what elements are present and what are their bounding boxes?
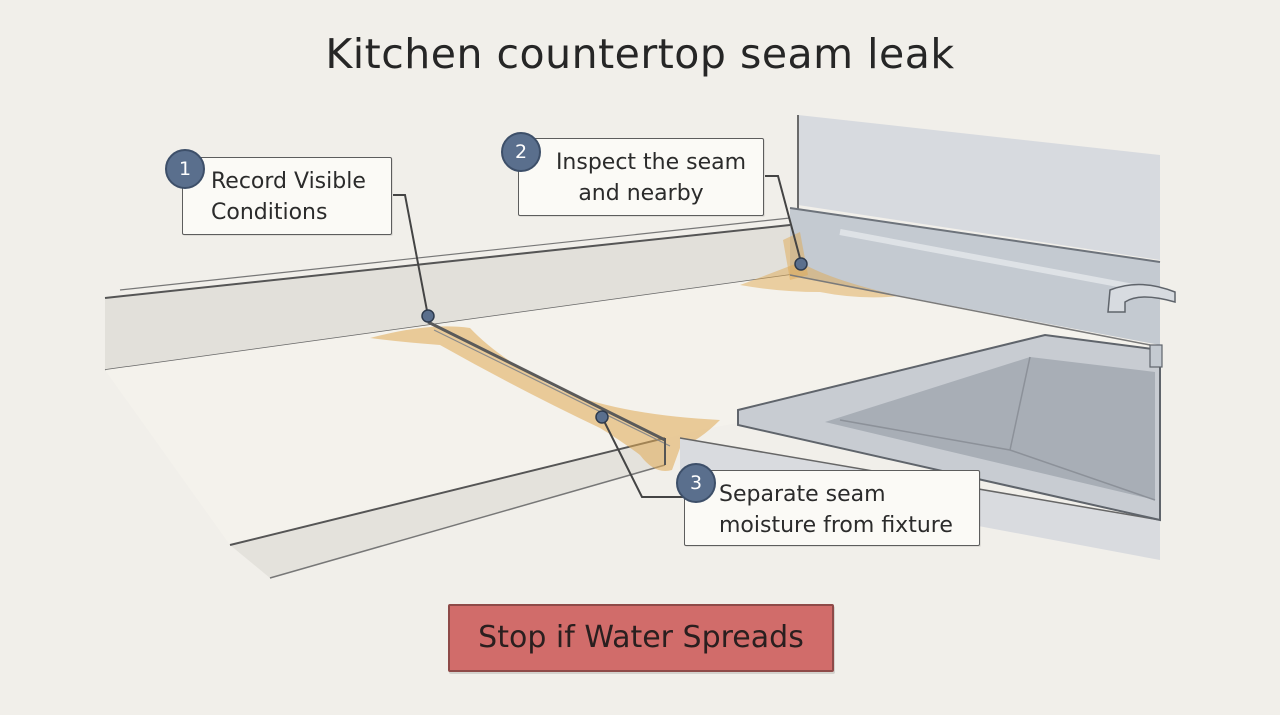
leader-line-3: [601, 416, 684, 498]
backsplash-wall: [798, 115, 1160, 260]
back-seam: [789, 274, 1151, 346]
step-1-line-1: Record Visible: [211, 169, 366, 194]
step-2-line-2: and nearby: [578, 181, 704, 206]
leader-line-2: [765, 175, 802, 263]
leader-dot-1: [421, 309, 435, 323]
step-3-line-1: Separate seam: [719, 482, 886, 507]
step-1-badge: 1: [165, 149, 205, 189]
step-1-line-2: Conditions: [211, 200, 328, 225]
step-2-callout: Inspect the seam and nearby: [518, 138, 764, 216]
step-3-badge: 3: [676, 463, 716, 503]
leader-dot-3: [595, 410, 609, 424]
front-counter-edge: [230, 438, 665, 578]
step-3-line-2: moisture from fixture: [719, 513, 953, 538]
moisture-stain: [370, 326, 720, 471]
step-2-badge: 2: [501, 132, 541, 172]
stop-if-water-spreads-button[interactable]: Stop if Water Spreads: [448, 604, 834, 672]
back-counter-edge: [105, 225, 790, 370]
sink-basin: [825, 357, 1155, 500]
step-2-line-1: Inspect the seam: [555, 150, 747, 175]
faucet: [1107, 283, 1176, 313]
leader-dot-2: [794, 257, 808, 271]
leader-line-1: [393, 194, 429, 317]
step-3-callout: Separate seam moisture from fixture: [684, 470, 980, 546]
step-1-callout: Record Visible Conditions: [182, 157, 392, 235]
page-title: Kitchen countertop seam leak: [325, 30, 955, 78]
diagonal-seam: [427, 320, 666, 442]
